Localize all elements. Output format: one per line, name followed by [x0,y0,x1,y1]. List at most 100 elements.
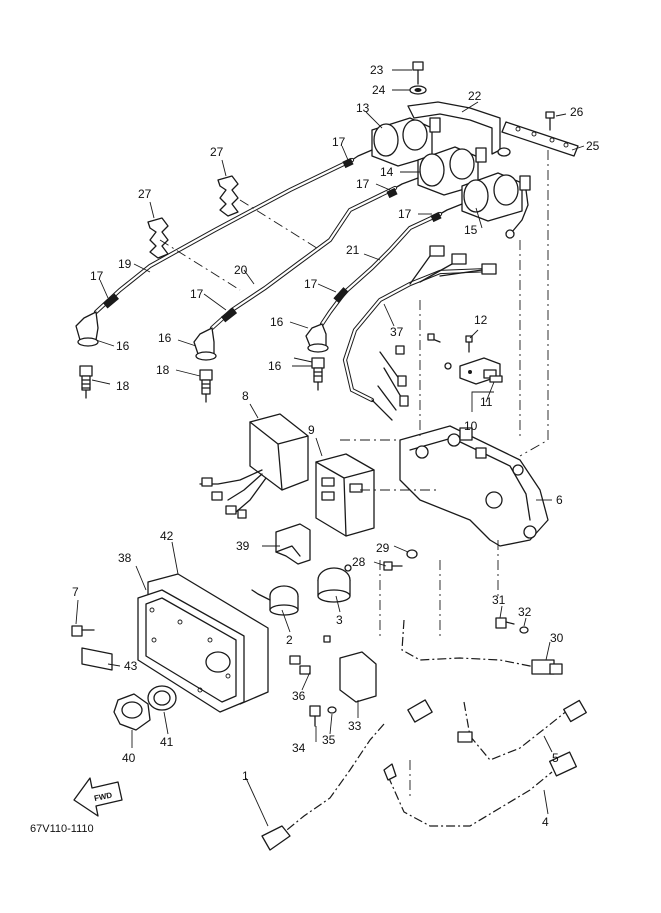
washer-35 [327,706,337,714]
bolt-23 [412,61,424,85]
callout-6: 6 [556,493,563,507]
callout-7: 7 [72,585,79,599]
cdi-unit-8 [199,413,309,519]
cord-clamp-27 [147,175,239,259]
plug-cap-16 [75,311,329,361]
electrical-bracket-6 [399,425,549,547]
callout-1: 1 [242,769,249,783]
bolt-7 [71,625,95,637]
callout-31: 31 [492,593,506,607]
callout-41: 41 [160,735,174,749]
spark-plug-cord-21 [319,211,443,327]
grommet-17 [103,157,442,323]
callout-16: 16 [158,331,172,345]
callout-18: 18 [116,379,130,393]
washer-24 [409,85,427,95]
cap-40 [113,693,151,731]
callout-40: 40 [122,751,136,765]
callout-2: 2 [286,633,293,647]
callout-25: 25 [586,139,600,153]
callout-35: 35 [322,733,336,747]
callout-15: 15 [464,223,478,237]
callout-17: 17 [356,177,370,191]
callout-16: 16 [270,315,284,329]
fwd-label: FWD [93,791,113,804]
bolt-34 [309,705,321,727]
callout-29: 29 [376,541,390,555]
callout-17: 17 [90,269,104,283]
callout-27: 27 [138,187,152,201]
callout-28: 28 [352,555,366,569]
gasket-38 [137,589,245,713]
washer-32 [519,626,529,634]
callout-8: 8 [242,389,249,403]
ignition-coil-15 [439,172,531,239]
rectifier-regulator-9 [315,453,375,537]
callout-21: 21 [346,243,360,257]
callout-18: 16 [268,359,282,373]
cable-4 [383,751,578,827]
starter-relay-2 [251,585,299,616]
callout-34: 34 [292,741,306,755]
bracket-39 [275,523,311,565]
coil-bracket-22 [407,101,511,157]
callout-numbers: 23 24 22 26 25 13 17 14 17 15 17 27 27 1… [72,63,600,829]
label-43 [81,647,113,671]
callout-3: 3 [336,613,343,627]
fuse-11 [489,375,503,383]
callout-33: 33 [348,719,362,733]
spark-plug-cord-19 [93,157,355,315]
ground-plate-25 [501,121,579,157]
callout-11: 11 [480,395,493,409]
screw-12 [427,333,473,370]
bolt-28 [383,561,403,571]
callout-17: 17 [332,135,346,149]
grommet-41 [147,651,231,711]
callout-16: 16 [116,339,130,353]
callout-26: 26 [570,105,584,119]
callout-19: 19 [118,257,132,271]
callout-23: 23 [370,63,384,77]
ignition-coil-13 [351,117,441,167]
bolt-31 [495,617,515,629]
callout-4: 4 [542,815,549,829]
cable-1 [261,699,433,851]
callout-17: 17 [398,207,412,221]
drawing-code: 67V110-1110 [30,823,94,835]
callout-30: 30 [550,631,564,645]
callout-17: 17 [304,277,318,291]
forward-direction-arrow: FWD [73,777,123,817]
callout-13: 13 [356,101,370,115]
callout-20: 20 [234,263,248,277]
callout-5: 5 [552,751,559,765]
callout-39: 39 [236,539,250,553]
spark-plug-18 [79,357,325,403]
callout-18: 18 [156,363,170,377]
callout-43: 43 [124,659,138,673]
cable-5 [457,699,587,761]
callout-42: 42 [160,529,174,543]
callout-leaders [75,69,585,827]
starter-relay-3 [317,564,352,603]
grommet-36 [289,635,331,675]
callout-27: 27 [210,145,224,159]
callout-17: 17 [190,287,204,301]
callout-32: 32 [518,605,532,619]
bracket-33 [339,651,377,703]
callout-9: 9 [308,423,315,437]
callout-22: 22 [468,89,482,103]
callout-38: 38 [118,551,132,565]
spark-plug-cord-20 [209,185,398,331]
callout-10: 10 [464,419,478,433]
construction-lines [159,150,549,800]
cable-30 [401,619,563,675]
callout-36: 36 [292,689,306,703]
washer-29 [406,549,418,559]
wire-harness-37 [342,245,497,421]
callout-37: 37 [390,325,404,339]
screw-26 [545,111,555,131]
callout-14: 14 [380,165,394,179]
callout-24: 24 [372,83,386,97]
callout-12: 12 [474,313,488,327]
